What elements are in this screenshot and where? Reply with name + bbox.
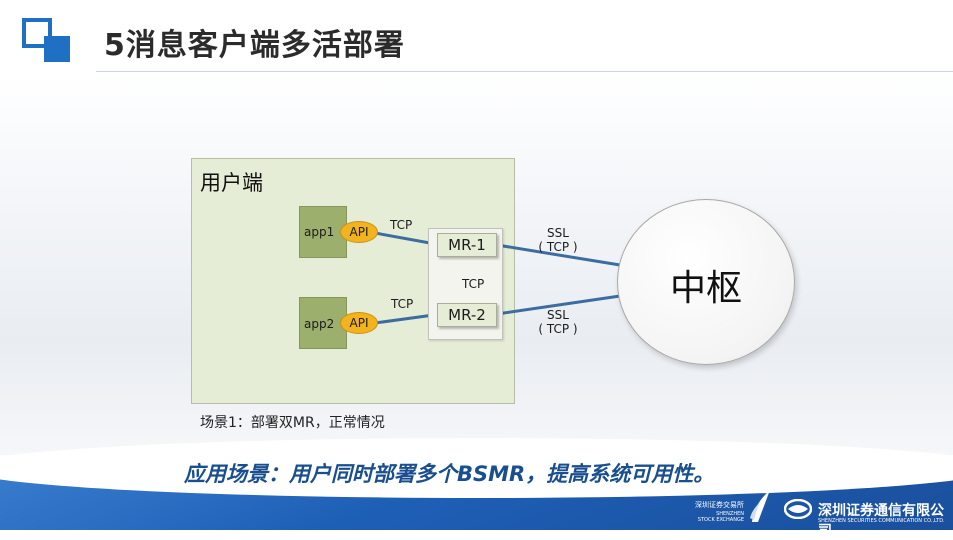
page-title: 5消息客户端多活部署 [104, 28, 405, 63]
mr-link-tcp-label: TCP [462, 277, 485, 291]
mr1-ssl-title: SSL [547, 226, 569, 240]
user-side-label: 用户端 [200, 171, 263, 195]
szse-en-line1: SHENZHEN [716, 511, 744, 517]
link-mr1-hub [496, 243, 621, 267]
mr1-node: MR-1 [437, 233, 497, 257]
user-side-panel [191, 158, 515, 404]
szse-name: 深圳证券交易所 [695, 501, 744, 509]
szse-logo-icon [750, 490, 770, 522]
hub-circle [617, 199, 795, 365]
title-divider [96, 71, 953, 72]
company-logo-icon [784, 499, 812, 519]
hub-label: 中枢 [669, 268, 742, 309]
footer-curve [0, 438, 953, 498]
mr1-ssl-sub: ( TCP ) [538, 240, 578, 254]
app2-label: app2 [304, 317, 335, 331]
app1-label: app1 [304, 225, 335, 239]
szse-en-line2: STOCK EXCHANGE [697, 517, 744, 523]
link-mr2-hub [496, 294, 621, 316]
scene-caption: 场景1：部署双MR，正常情况 [200, 415, 385, 431]
app1-box [299, 206, 347, 258]
headline-statement: 应用场景：用户同时部署多个BSMR，提高系统可用性。 [184, 462, 715, 486]
mr1-ssl-label: SSL ( TCP ) [530, 226, 586, 254]
mr2-ssl-sub: ( TCP ) [538, 322, 578, 336]
logo-square-filled-icon [44, 36, 70, 62]
app2-api-oval: API [340, 312, 378, 334]
mr2-node: MR-2 [437, 303, 497, 327]
app2-box [299, 297, 347, 349]
mr2-ssl-title: SSL [547, 308, 569, 322]
app1-api-oval: API [340, 221, 378, 243]
app1-tcp-label: TCP [390, 218, 413, 232]
company-en-name: SHENZHEN SECURITIES COMMUNICATION CO.,LT… [818, 518, 945, 524]
mr2-ssl-label: SSL ( TCP ) [530, 308, 586, 336]
app2-tcp-label: TCP [391, 297, 414, 311]
